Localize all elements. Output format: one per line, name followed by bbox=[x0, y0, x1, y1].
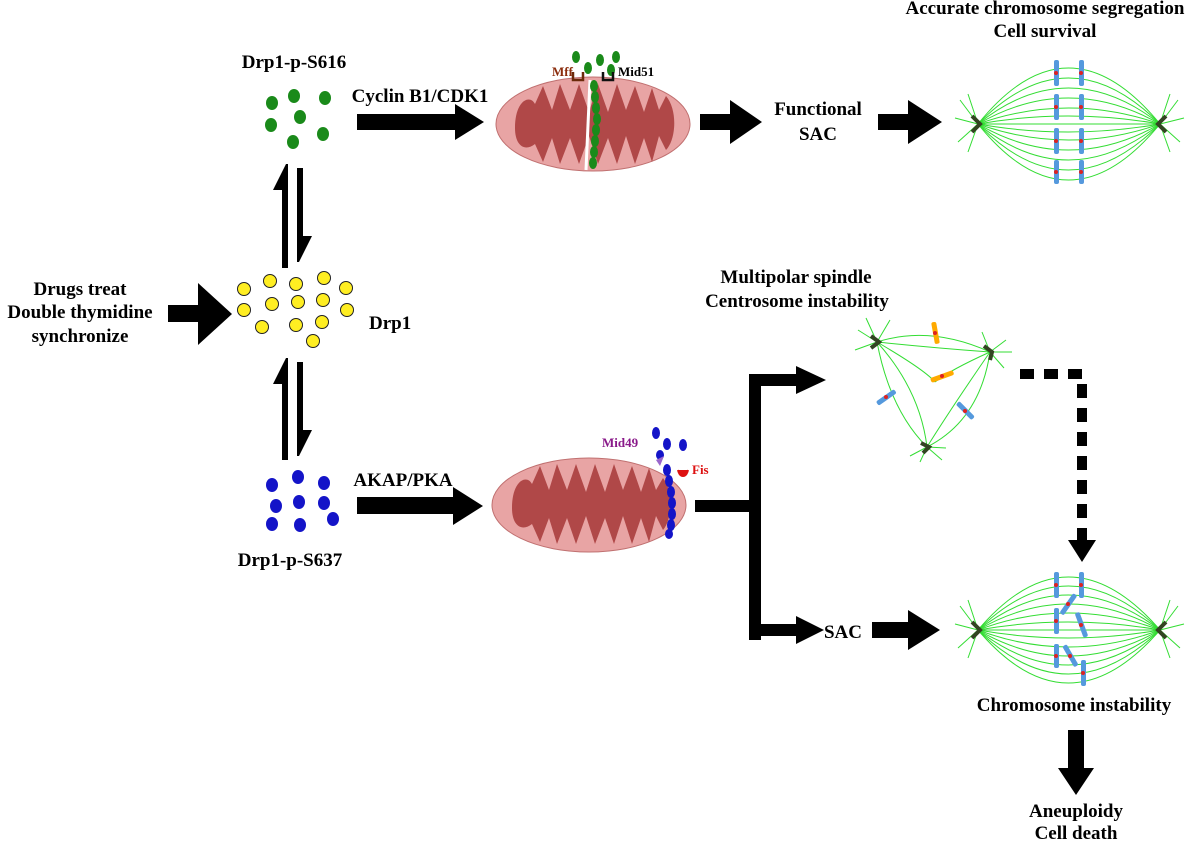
drp1-s616-ring bbox=[572, 51, 620, 169]
mid51-label: Mid51 bbox=[618, 64, 654, 79]
drugs-treat-label: Drugs treat bbox=[33, 279, 127, 300]
functional-sac-label-2: SAC bbox=[799, 124, 837, 145]
mitochondrion-bottom bbox=[491, 457, 687, 553]
multipolar-poles bbox=[869, 334, 995, 455]
spindle-poles-misaligned bbox=[970, 620, 1168, 640]
cell-death-label: Cell death bbox=[1035, 823, 1118, 843]
sac-to-spindle-arrow bbox=[878, 100, 942, 144]
accurate-segregation-label: Accurate chromosome segregation bbox=[906, 0, 1185, 19]
mff-receptor bbox=[571, 72, 585, 82]
bipolar-spindle-normal bbox=[954, 67, 1185, 181]
cyclin-label: Cyclin B1/CDK1 bbox=[352, 86, 489, 107]
mid49-label: Mid49 bbox=[602, 435, 639, 450]
sac-to-chromosome-arrow bbox=[872, 610, 940, 650]
chromosomes-aligned bbox=[1054, 60, 1084, 184]
akap-label: AKAP/PKA bbox=[353, 470, 452, 491]
branch-connector bbox=[695, 366, 826, 644]
instability-to-aneuploidy-arrow bbox=[1058, 730, 1094, 795]
drp1-label: Drp1 bbox=[369, 313, 411, 334]
synchronize-label: synchronize bbox=[32, 326, 129, 347]
drugs-to-drp1-arrow bbox=[168, 283, 232, 345]
cyclin-arrow bbox=[357, 104, 484, 140]
functional-sac-label-1: Functional bbox=[774, 99, 862, 120]
akap-arrow bbox=[357, 487, 483, 525]
bipolar-spindle-misaligned bbox=[954, 576, 1185, 684]
equilibrium-arrows-top bbox=[273, 164, 312, 268]
mff-label: Mff bbox=[552, 64, 574, 79]
multipolar-label: Multipolar spindle bbox=[720, 267, 871, 288]
drp1-s616-label: Drp1-p-S616 bbox=[242, 52, 347, 73]
equilibrium-arrows-bottom bbox=[273, 358, 312, 460]
mito-to-sac-arrow bbox=[700, 100, 762, 144]
aneuploidy-label: Aneuploidy bbox=[1029, 801, 1123, 822]
centrosome-label: Centrosome instability bbox=[705, 291, 889, 312]
drp1-s637-dot-cluster bbox=[266, 470, 339, 532]
mid51-receptor bbox=[601, 72, 615, 82]
mitochondrion-top bbox=[495, 76, 691, 172]
drp1-s616-dot-cluster bbox=[265, 89, 331, 149]
dashed-arrow bbox=[1020, 369, 1096, 562]
double-thymidine-label: Double thymidine bbox=[7, 302, 152, 323]
drp1-dot-cluster bbox=[237, 271, 354, 348]
mid49-receptor bbox=[656, 456, 664, 466]
drp1-s637-label: Drp1-p-S637 bbox=[238, 550, 343, 571]
chromosomes-misaligned bbox=[1054, 572, 1088, 686]
cell-survival-label: Cell survival bbox=[994, 21, 1097, 42]
spindle-poles-normal bbox=[970, 114, 1168, 134]
sac-label: SAC bbox=[824, 622, 862, 643]
multipolar-chromosomes bbox=[876, 321, 975, 420]
fis-receptor bbox=[677, 469, 689, 477]
chromosome-instability-label: Chromosome instability bbox=[977, 695, 1172, 716]
fis-label: Fis bbox=[692, 462, 709, 477]
